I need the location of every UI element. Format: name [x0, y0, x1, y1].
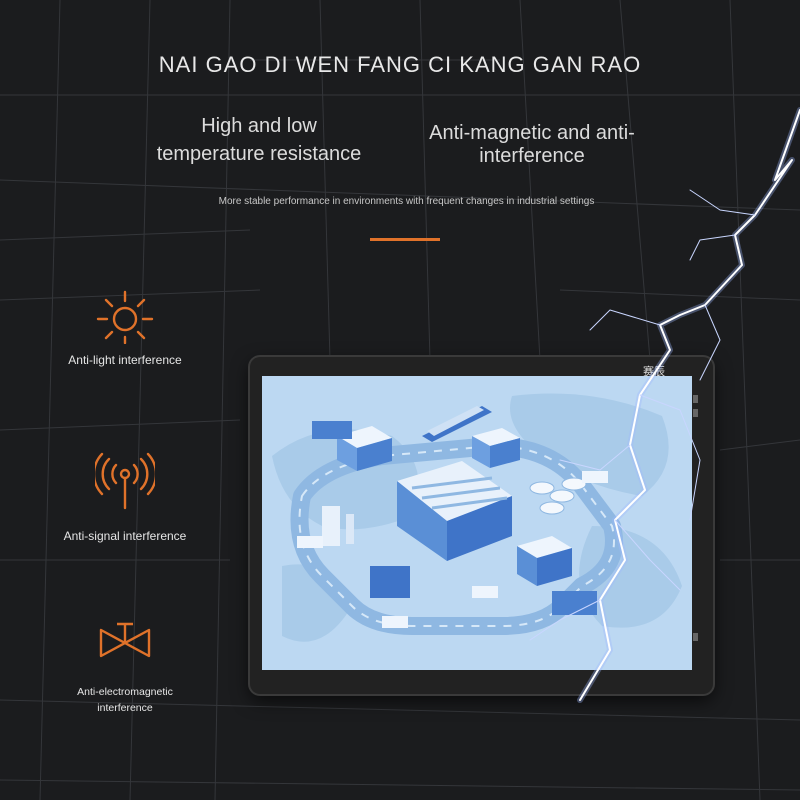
industrial-tablet: 赛辰	[250, 357, 713, 694]
feature-label: Anti-light interference	[68, 353, 182, 367]
antenna-signal-icon	[95, 452, 155, 510]
device-side-buttons	[693, 395, 698, 641]
tablet-screen	[262, 376, 692, 670]
feature-label: Anti-signal interference	[63, 529, 187, 543]
accent-divider	[370, 238, 440, 241]
page-title: NAI GAO DI WEN FANG CI KANG GAN RAO	[158, 52, 642, 77]
feature-anti-electromagnetic: Anti-electromagnetic interference	[40, 622, 210, 716]
subtitle: More stable performance in environments …	[218, 196, 595, 207]
feature-magnetic-label: Anti-magnetic and anti-interference	[429, 122, 635, 167]
feature-label: Anti-electromagnetic interference	[77, 686, 173, 714]
factory-illustration	[262, 376, 692, 670]
feature-anti-light: Anti-light interference	[40, 290, 210, 368]
valve-icon	[99, 622, 151, 658]
feature-temperature-label: High and low temperature resistance	[156, 115, 362, 165]
feature-anti-signal: Anti-signal interference	[40, 452, 210, 544]
sun-icon	[96, 290, 154, 344]
